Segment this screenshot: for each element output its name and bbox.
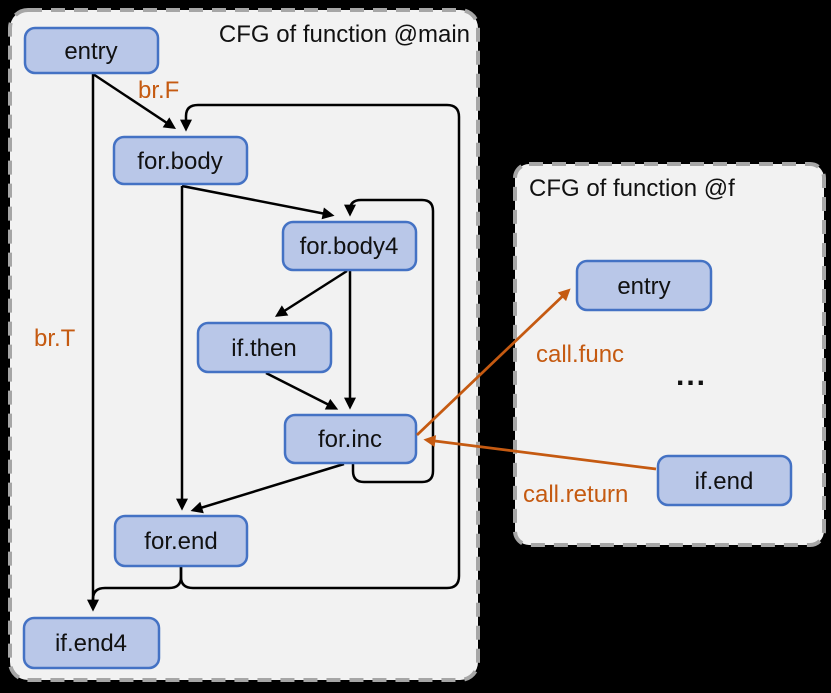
edges-interprocedural: call.func call.return bbox=[416, 288, 657, 508]
edge-forend-to-forbody-backedge bbox=[179, 103, 461, 590]
node-main-entry-box bbox=[23, 26, 160, 75]
node-for-body-box bbox=[112, 135, 249, 186]
node-f-if-end-box bbox=[656, 454, 793, 507]
edge-forinc-to-forend bbox=[190, 462, 345, 514]
node-main-entry: entry bbox=[23, 26, 160, 75]
node-for-end-label: for.end bbox=[144, 528, 217, 555]
node-for-body4: for.body4 bbox=[281, 220, 418, 272]
panel-f: CFG of function @f entry ... if.end bbox=[513, 162, 826, 547]
edge-label-br-t: br.T bbox=[34, 325, 76, 352]
edge-forbody4-to-ifthen bbox=[274, 269, 348, 317]
panel-f-title: CFG of function @f bbox=[529, 175, 735, 202]
node-if-end4-box bbox=[22, 616, 161, 670]
node-f-if-end-label: if.end bbox=[695, 468, 754, 495]
panel-main: CFG of function @main br.F br.T entry fo… bbox=[8, 8, 480, 682]
node-if-end4-label: if.end4 bbox=[55, 630, 127, 657]
edge-label-call-func: call.func bbox=[536, 341, 624, 368]
node-f-if-end: if.end bbox=[656, 454, 793, 507]
node-for-inc-box bbox=[283, 413, 418, 465]
node-for-end-box bbox=[113, 514, 249, 568]
node-for-end: for.end bbox=[113, 514, 249, 568]
node-for-body4-box bbox=[281, 220, 418, 272]
edge-entry-to-forbody bbox=[92, 72, 177, 129]
node-for-body: for.body bbox=[112, 135, 249, 186]
ellipsis-text: ... bbox=[676, 359, 707, 392]
node-if-end4: if.end4 bbox=[22, 616, 161, 670]
panel-f-frame bbox=[513, 162, 826, 547]
node-f-entry-box bbox=[575, 259, 713, 312]
node-for-inc: for.inc bbox=[283, 413, 418, 465]
node-for-inc-label: for.inc bbox=[318, 426, 382, 453]
edge-label-call-return: call.return bbox=[523, 481, 628, 508]
edge-call-return bbox=[423, 435, 657, 471]
node-if-then-label: if.then bbox=[231, 335, 296, 362]
edge-forinc-to-forbody4-backedge bbox=[344, 198, 435, 484]
node-main-entry-label: entry bbox=[64, 38, 117, 65]
edge-call-func bbox=[416, 288, 571, 436]
node-for-body4-label: for.body4 bbox=[300, 233, 399, 260]
node-f-entry-label: entry bbox=[617, 273, 670, 300]
edge-ifthen-to-forinc bbox=[265, 371, 339, 410]
node-for-body-label: for.body bbox=[137, 148, 222, 175]
node-if-then-box bbox=[196, 321, 333, 374]
edge-label-br-f: br.F bbox=[138, 77, 179, 104]
panel-main-title: CFG of function @main bbox=[219, 21, 470, 48]
node-if-then: if.then bbox=[196, 321, 333, 374]
edge-forbody-to-forbody4 bbox=[181, 184, 335, 220]
edges-main bbox=[87, 72, 461, 612]
node-f-entry: entry bbox=[575, 259, 713, 312]
